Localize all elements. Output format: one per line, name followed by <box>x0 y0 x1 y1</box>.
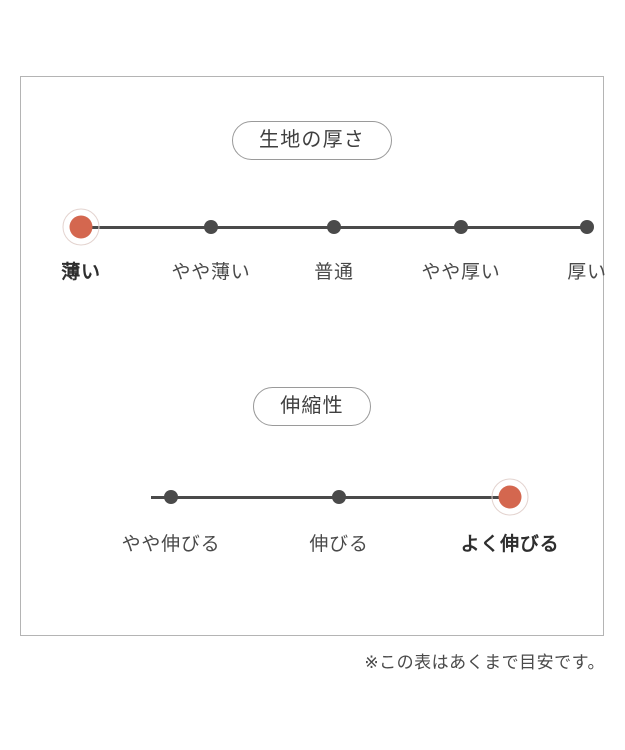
selected-marker-ring-stretch <box>491 478 529 516</box>
track-area-stretch <box>21 472 603 522</box>
label-row-stretch: やや伸びる 伸びる よく伸びる <box>21 532 603 566</box>
pill-wrap-stretch: 伸縮性 <box>21 387 603 426</box>
marker-dot[interactable] <box>580 220 594 234</box>
chart-footnote: ※この表はあくまで目安です。 <box>364 653 605 673</box>
scale-label-thickness-4: 厚い <box>567 261 607 283</box>
track-line-stretch <box>151 496 510 499</box>
selected-marker-thickness[interactable] <box>69 215 93 239</box>
scale-section-stretch: 伸縮性 やや伸びる 伸びる よく伸びる <box>21 387 603 566</box>
scale-heading-thickness: 生地の厚さ <box>232 121 392 160</box>
selected-marker-ring-thickness <box>62 208 100 246</box>
scale-label-stretch-0: やや伸びる <box>121 533 221 555</box>
scale-label-thickness-1: やや薄い <box>171 261 251 283</box>
label-row-thickness: 薄い やや薄い 普通 やや厚い 厚い <box>21 260 606 294</box>
scale-label-thickness-2: 普通 <box>314 261 354 283</box>
marker-dot[interactable] <box>204 220 218 234</box>
scale-heading-stretch: 伸縮性 <box>253 387 371 426</box>
scale-label-stretch-2: よく伸びる <box>460 533 560 555</box>
scale-label-stretch-1: 伸びる <box>309 533 369 555</box>
scale-section-thickness: 生地の厚さ 薄い やや薄い 普通 やや厚い <box>21 121 606 294</box>
marker-dot[interactable] <box>454 220 468 234</box>
marker-dot[interactable] <box>327 220 341 234</box>
marker-dot[interactable] <box>332 490 346 504</box>
selected-marker-stretch[interactable] <box>498 485 522 509</box>
scale-label-thickness-3: やや厚い <box>421 261 501 283</box>
pill-wrap-thickness: 生地の厚さ <box>21 121 603 160</box>
marker-dot[interactable] <box>164 490 178 504</box>
scale-label-thickness-0: 薄い <box>61 261 101 283</box>
track-area-thickness <box>21 202 603 252</box>
spec-chart-frame: 生地の厚さ 薄い やや薄い 普通 やや厚い <box>20 76 606 636</box>
